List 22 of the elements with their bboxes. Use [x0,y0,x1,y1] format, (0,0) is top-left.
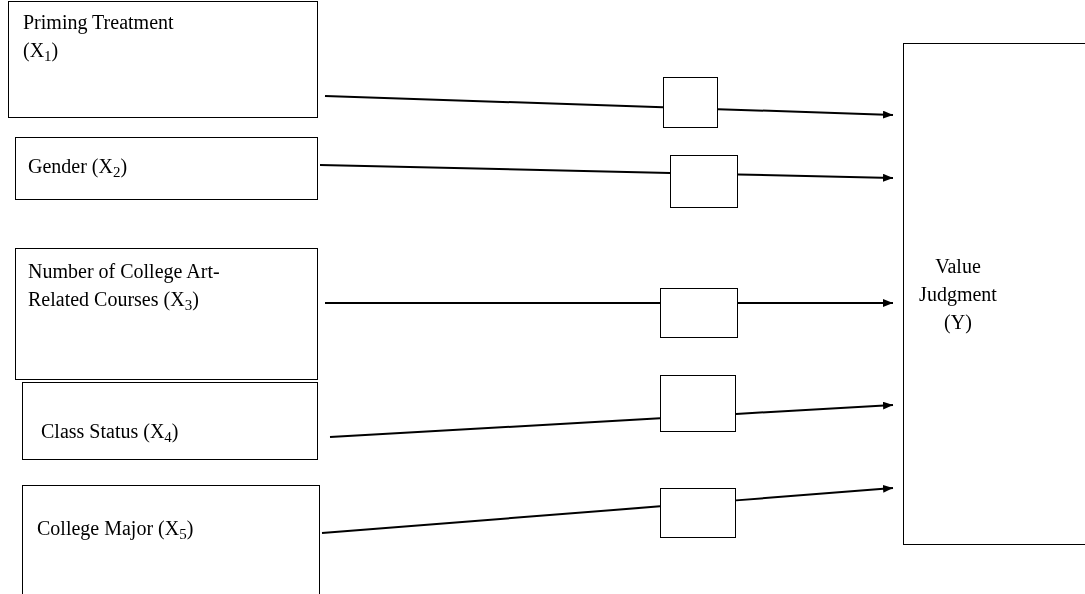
empty-box [660,288,738,338]
empty-box [670,155,738,208]
arrow [735,401,894,415]
empty-box [660,488,736,538]
box-label: Gender (X$_{2}$) [28,154,129,180]
arrow [717,108,894,119]
arrow [735,484,894,502]
variable-box [15,248,318,380]
box-label: Number of College Art-Related Courses (X$_{3}$) [28,259,221,313]
variable-box [8,1,318,118]
arrow [737,173,894,182]
box-label: Class Status (X$_{4}$) [41,419,180,445]
empty-box [663,77,718,128]
variable-box [15,137,318,200]
box-label: College Major (X$_{5}$) [37,516,195,542]
variable-box [22,485,320,594]
empty-box [660,375,736,432]
box-label: Value Judgment (Y) [918,254,998,336]
box-label: Priming Treatment (X$_{1}$) [23,10,175,64]
arrow [737,299,894,307]
variable-box [903,43,1085,545]
variable-box [22,382,318,460]
